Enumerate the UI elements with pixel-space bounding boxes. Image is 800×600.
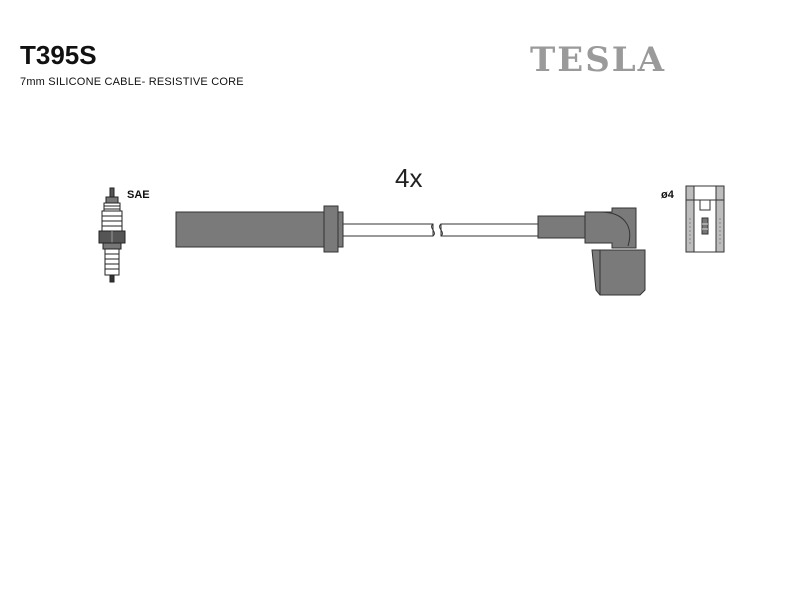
terminal-diameter-label: ø4 xyxy=(661,189,674,201)
cable-description: 7mm SILICONE CABLE- RESISTIVE CORE xyxy=(20,76,244,88)
spark-plug-label: SAE xyxy=(127,189,150,201)
cable-icon xyxy=(342,223,539,237)
brand-logo: TESLA xyxy=(530,40,667,80)
straight-boot-icon xyxy=(175,205,344,253)
terminal-icon xyxy=(685,185,725,253)
quantity-label: 4x xyxy=(395,163,423,193)
part-number: T395S xyxy=(20,40,97,70)
angled-boot-icon xyxy=(537,207,646,296)
spark-plug-icon xyxy=(98,187,126,283)
